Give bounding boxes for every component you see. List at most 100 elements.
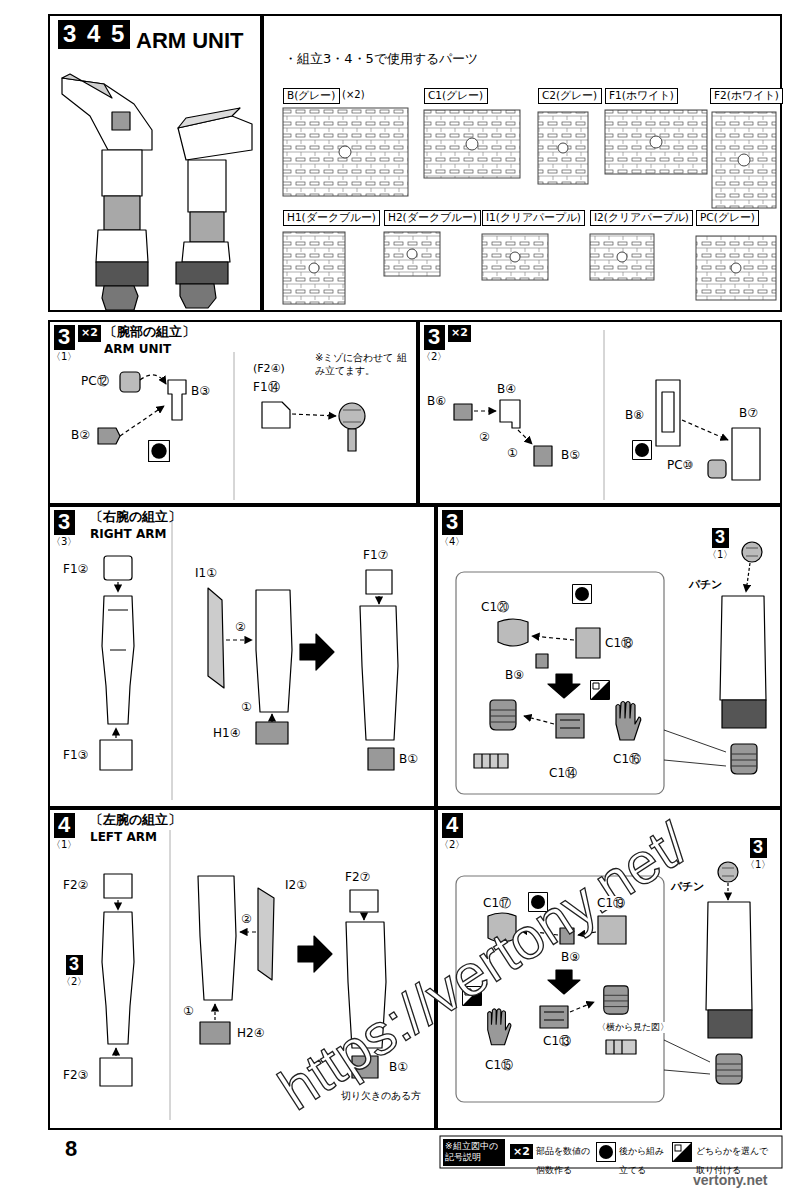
arm-illustration (96, 230, 148, 262)
sprue-drawing (384, 232, 440, 276)
substep-number: 〈1〉 (51, 839, 77, 851)
step-art (258, 888, 274, 980)
callout-label: (F2④) (252, 362, 286, 375)
reference-step: 3〈2〉 (66, 955, 83, 975)
callout-label: B① (388, 1060, 409, 1074)
box-label: 3 (63, 21, 76, 47)
step-art (456, 572, 664, 794)
step-art (708, 1010, 752, 1038)
box-label: ×2 (81, 327, 98, 339)
callout-label: パチン (670, 880, 705, 893)
step-art (576, 628, 600, 658)
sprue-drawing (731, 263, 741, 273)
box-label: 3 (715, 528, 725, 548)
step-art (108, 610, 128, 650)
reference-step: 3〈1〉 (712, 528, 729, 548)
step-art (104, 874, 132, 898)
arm-illustration (104, 196, 140, 230)
sprue-label: C1(グレー) (424, 88, 488, 104)
step-art (454, 404, 472, 420)
callout-label: B⑥ (426, 394, 447, 408)
step-art (115, 728, 116, 738)
step-art (548, 674, 580, 698)
step-number: 3〈1〉 (54, 325, 75, 350)
substep-number: 〈2〉 (61, 976, 87, 988)
panel-subheading: RIGHT ARM (90, 528, 166, 542)
step-panel: 3〈2〉 ×2 (418, 320, 782, 505)
step-art (363, 914, 364, 920)
watermark: https://vertony.net/ (268, 813, 698, 1120)
step-number: 5 (106, 20, 130, 49)
step-art (140, 375, 166, 384)
legend-heading: ※組立図中の 記号説明 (443, 1139, 505, 1166)
callout-label: ※ミゾに合わせて 組み立てます。 (314, 352, 408, 377)
step-art (548, 970, 580, 994)
box-label: 3 (69, 955, 79, 975)
callout-label: ② (234, 620, 247, 634)
step-art (518, 430, 532, 444)
step-art (300, 634, 334, 670)
step-art (742, 542, 762, 562)
box-label: 3 (753, 838, 763, 858)
step-art (100, 740, 132, 770)
step-panel: 3〈4〉3〈1〉 (436, 505, 782, 808)
step-art (200, 1022, 230, 1044)
arm-illustration (96, 262, 148, 286)
sprue-drawing (510, 252, 520, 262)
callout-label: B⑦ (738, 406, 759, 420)
sprue-label: H2(ダークブルー) (384, 210, 481, 226)
step-number: 3〈3〉 (54, 510, 75, 535)
sprue-label: H1(ダークブルー) (283, 210, 380, 226)
sprue-label: C2(グレー) (538, 88, 602, 104)
step-art (366, 570, 392, 594)
step-art (292, 414, 336, 416)
callout-label: H2④ (236, 1026, 265, 1040)
step-art (732, 428, 760, 480)
step-number: 3〈2〉 (424, 325, 445, 350)
sprue-drawing (466, 138, 478, 150)
step-art (664, 730, 726, 766)
box-label: I2(クリアパープル) (594, 212, 689, 224)
step-art (746, 548, 758, 556)
step-art (716, 1054, 742, 1084)
arm-illustration (180, 284, 216, 308)
sprue-drawing (482, 234, 548, 280)
step-art (240, 931, 256, 932)
step-art (474, 754, 508, 768)
sprue-drawing (558, 143, 568, 153)
callout-label: B⑨ (504, 668, 525, 682)
box-label: 4 (58, 813, 70, 837)
step-art (534, 446, 552, 466)
step-art (708, 460, 726, 478)
step-art (532, 636, 574, 640)
step-art (633, 441, 652, 460)
sprue-drawing (339, 146, 351, 158)
arm-illustration (102, 286, 138, 310)
step-art (343, 410, 361, 422)
callout-label: F2③ (62, 1068, 89, 1082)
arm-illustration (190, 212, 224, 242)
legend-item: どちらかを選んで取り付ける (696, 1139, 776, 1177)
callout-label: B⑤ (560, 448, 581, 462)
step-art (573, 585, 592, 604)
step-art (490, 700, 516, 730)
step-art (120, 372, 140, 392)
step-art (706, 902, 752, 1010)
sprue-drawing (650, 136, 662, 148)
sprue-label: I2(クリアパープル) (590, 210, 693, 226)
box-label: H2(ダークブルー) (388, 212, 477, 224)
step-number: 4〈2〉 (442, 813, 463, 838)
step-number: 4〈1〉 (54, 813, 75, 838)
title-panel: 345ARM UNIT (48, 14, 262, 312)
callout-label: 〈横から見た図〉 (596, 1022, 670, 1033)
substep-number: 〈1〉 (745, 859, 771, 871)
step-art (718, 862, 738, 882)
substep-number: 〈2〉 (439, 839, 465, 851)
box-label: ×2 (451, 327, 468, 339)
box-label: F2(ホワイト) (714, 90, 779, 102)
step-art (540, 1006, 568, 1028)
step-art (117, 582, 118, 592)
step-panel: 3〈1〉×2〔腕部の組立〕ARM UNIT (48, 320, 418, 505)
step-art (498, 619, 528, 646)
arm-illustration (176, 262, 228, 284)
